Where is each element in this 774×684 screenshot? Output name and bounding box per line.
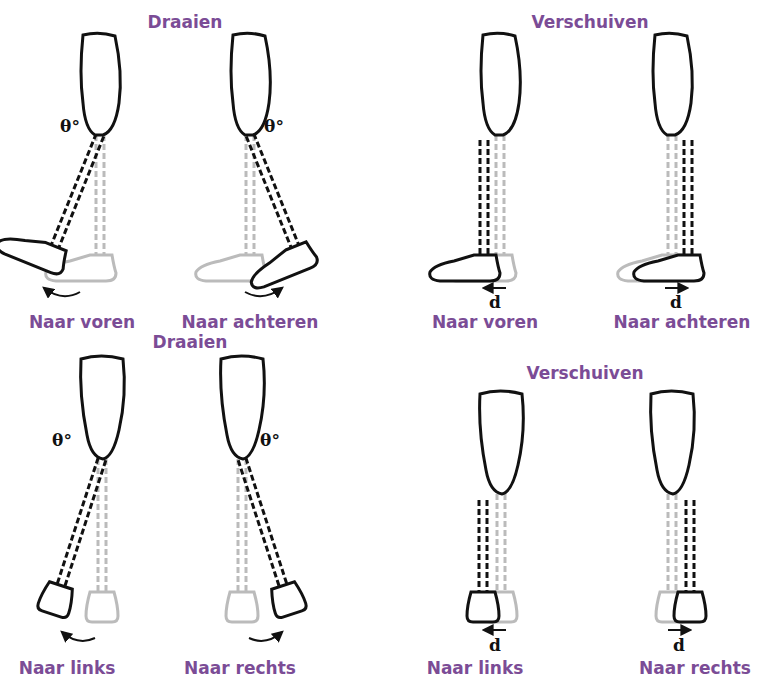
distance-label: d [489, 635, 501, 655]
distance-label: d [489, 292, 501, 312]
angle-label: θ° [60, 116, 80, 136]
rotate-backward-figure [196, 33, 320, 296]
direction-label: Naar links [427, 658, 524, 678]
shift-backward-figure [618, 33, 704, 288]
section-heading: Draaien [153, 332, 228, 352]
shift-right-figure [651, 391, 706, 630]
section-heading: Verschuiven [531, 12, 648, 32]
rotate-left-figure [36, 356, 124, 641]
direction-label: Naar voren [29, 312, 135, 332]
shift-left-figure [467, 391, 523, 630]
section-heading: Draaien [148, 12, 223, 32]
shift-forward-figure [430, 33, 521, 288]
angle-label: θ° [264, 116, 284, 136]
rotate-right-figure [221, 356, 308, 641]
direction-label: Naar rechts [184, 658, 296, 678]
direction-label: Naar achteren [614, 312, 751, 332]
rotate-forward-figure [0, 33, 120, 296]
direction-label: Naar voren [432, 312, 538, 332]
direction-label: Naar links [19, 658, 116, 678]
distance-label: d [673, 635, 685, 655]
direction-label: Naar rechts [639, 658, 751, 678]
distance-label: d [670, 292, 682, 312]
section-heading: Verschuiven [526, 363, 643, 383]
angle-label: θ° [52, 430, 72, 450]
angle-label: θ° [260, 430, 280, 450]
direction-label: Naar achteren [182, 312, 319, 332]
